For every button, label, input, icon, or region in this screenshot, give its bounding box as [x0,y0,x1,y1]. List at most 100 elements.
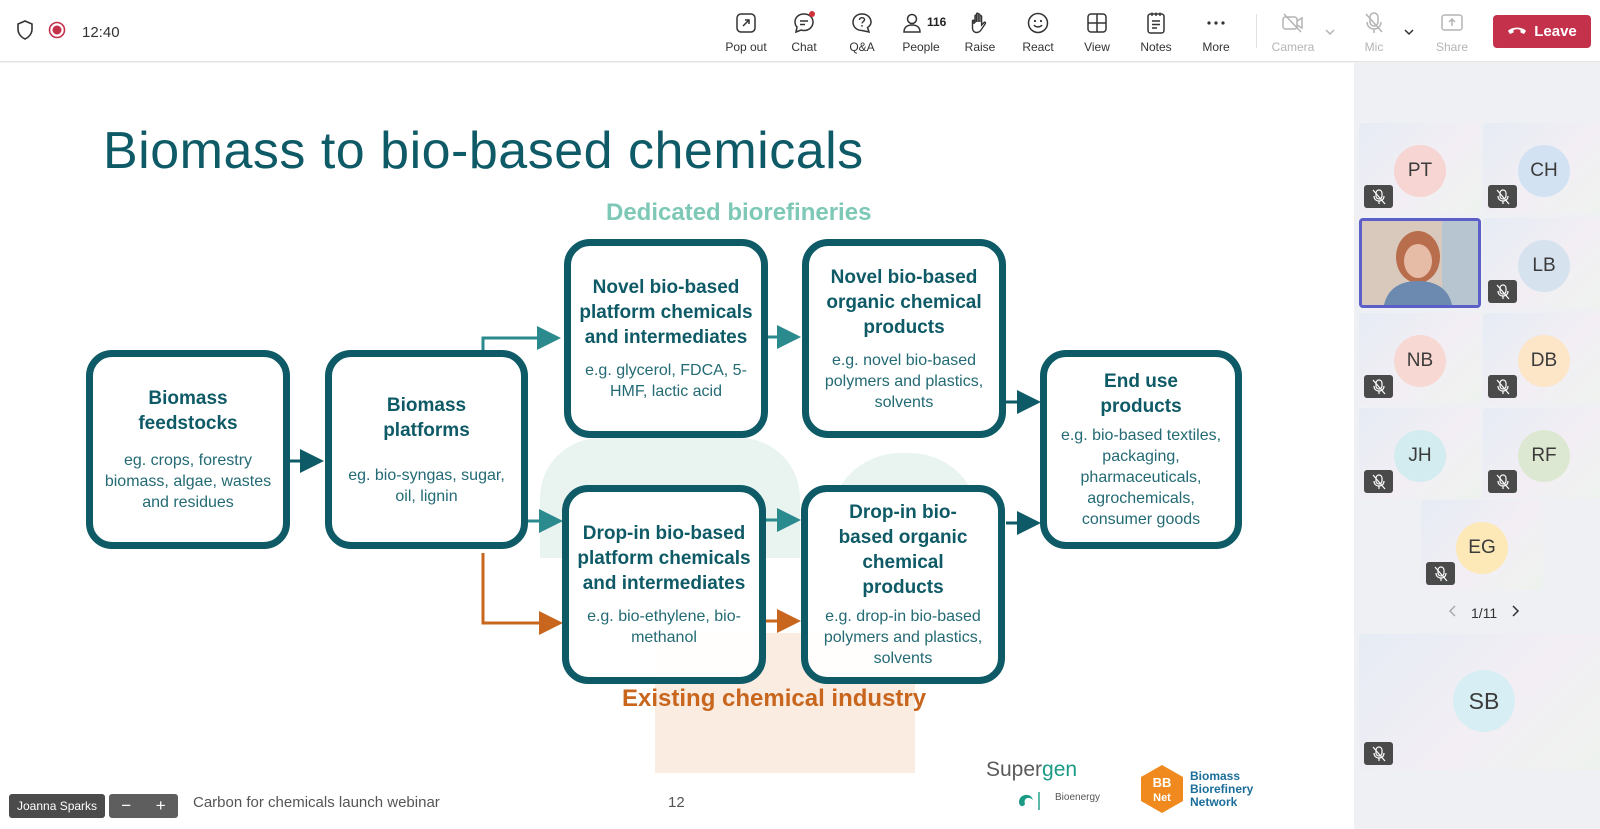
avatar: RF [1518,430,1570,482]
active-speaker-video-tile[interactable] [1359,218,1481,308]
biomass-feedstocks-box: Biomass feedstocks eg. crops, forestry b… [86,350,290,549]
box-title: Drop-in bio-based platform chemicals and… [577,523,751,594]
meeting-status: 12:40 [16,20,120,45]
box-description: e.g. novel bio-based polymers and plasti… [824,351,984,411]
more-button[interactable]: More [1187,10,1245,56]
share-icon [1439,10,1465,36]
react-label: React [1022,40,1054,54]
presenter-name-tag: Joanna Sparks [9,794,106,818]
camera-label: Camera [1271,40,1315,54]
participant-tile[interactable]: PT [1359,123,1481,213]
existing-chemical-industry-label: Existing chemical industry [622,685,927,712]
box-title: Novel bio-based organic chemical product… [826,266,982,338]
mic-muted-icon [1488,185,1517,208]
supergen-swirl-icon [1019,792,1040,810]
chat-icon [791,10,817,36]
mic-muted-icon [1364,185,1393,208]
zoom-controls: − + [109,794,178,818]
previous-page-chevron-left-icon[interactable] [1447,604,1457,621]
phone-hangup-icon [1507,23,1527,40]
bioenergy-text: Bioenergy [1055,792,1101,803]
shared-screen: Biomass to bio-based chemicals Dedicated… [0,63,1354,829]
zoom-in-button[interactable]: + [155,796,166,815]
box-description: eg. bio-syngas, sugar, oil, lignin [348,466,505,505]
qa-button[interactable]: Q&A [833,10,891,56]
notes-button[interactable]: Notes [1127,10,1185,56]
bbnet-text: Biomass Biorefinery Network [1190,770,1253,809]
page-indicator: 1/11 [1471,604,1498,621]
arrow-platforms-to-existing [481,553,563,635]
avatar: NB [1394,335,1446,387]
recording-icon [48,21,66,44]
mic-muted-icon [1364,375,1393,398]
qa-label: Q&A [849,40,875,54]
chat-button[interactable]: Chat [775,10,833,56]
self-view-tile[interactable]: SB [1359,634,1600,770]
box-description: e.g. bio-based textiles, packaging, phar… [1060,427,1222,528]
raise-hand-button[interactable]: Raise [951,10,1009,56]
people-count: 116 [927,15,947,29]
box-title: Novel bio-based platform chemicals and i… [579,277,753,348]
people-icon: 116 [899,10,946,36]
people-button[interactable]: 116 People [892,10,950,56]
bbnet-line: Biorefinery [1190,782,1254,796]
next-page-chevron-right-icon[interactable] [1511,604,1521,621]
raise-label: Raise [964,40,996,54]
logo-text: gen [1042,758,1078,781]
view-label: View [1084,40,1110,54]
mic-button[interactable]: Mic [1345,10,1403,56]
avatar: JH [1394,430,1446,482]
bbnet-hexagon-logo: BB Net [1141,765,1183,813]
participant-tile[interactable]: LB [1483,218,1600,308]
meeting-timer: 12:40 [82,24,120,41]
slide-title: Biomass to bio-based chemicals [103,122,864,180]
gallery-pager: 1/11 [1447,604,1521,621]
novel-organic-chemical-products-box: Novel bio-based organic chemical product… [802,239,1006,438]
participant-tile[interactable]: DB [1483,313,1600,403]
camera-options-chevron-down-icon[interactable] [1323,25,1337,39]
mic-muted-icon [1426,562,1455,585]
mic-off-icon [1361,10,1387,36]
react-button[interactable]: React [1009,10,1067,56]
pop-out-label: Pop out [725,40,767,54]
pop-out-button[interactable]: Pop out [717,10,775,56]
avatar: LB [1518,240,1570,292]
camera-button[interactable]: Camera [1264,10,1322,56]
notes-icon [1143,10,1169,36]
toolbar-divider [1256,14,1257,48]
participant-tile[interactable]: RF [1483,408,1600,498]
share-button[interactable]: Share [1423,10,1481,56]
avatar: EG [1456,522,1508,574]
logo-text: Super [986,758,1043,781]
more-label: More [1202,40,1230,54]
box-description: eg. crops, forestry biomass, algae, wast… [104,452,272,511]
smiley-icon [1025,10,1051,36]
grid-icon [1084,10,1110,36]
view-button[interactable]: View [1068,10,1126,56]
avatar: PT [1394,145,1446,197]
notes-label: Notes [1140,40,1172,54]
speaker-video [1362,221,1478,305]
slide-footer-title: Carbon for chemicals launch webinar [193,794,440,811]
participant-tile[interactable]: EG [1421,500,1543,590]
shield-icon[interactable] [16,20,34,45]
participant-tile[interactable]: JH [1359,408,1481,498]
participant-tile[interactable]: NB [1359,313,1481,403]
participant-tile[interactable]: CH [1483,123,1600,213]
avatar: DB [1518,335,1570,387]
hand-icon [967,10,993,36]
mic-options-chevron-down-icon[interactable] [1402,25,1416,39]
box-title: End use products [1100,371,1182,417]
share-label: Share [1435,40,1469,54]
pop-out-icon [733,10,759,36]
zoom-out-button[interactable]: − [121,796,132,815]
dropin-platform-chemicals-box: Drop-in bio-based platform chemicals and… [562,485,766,684]
box-description: e.g. glycerol, FDCA, 5-HMF, lactic acid [585,362,747,400]
biomass-platforms-box: Biomass platforms eg. bio-syngas, sugar,… [325,350,528,549]
bbnet-badge-text: Net [1153,792,1171,804]
flow-arrows [290,325,1041,635]
bbnet-line: Biomass [1190,769,1241,783]
leave-button[interactable]: Leave [1493,15,1591,48]
slide-number: 12 [668,794,685,811]
box-title: Biomass platforms [383,394,470,441]
